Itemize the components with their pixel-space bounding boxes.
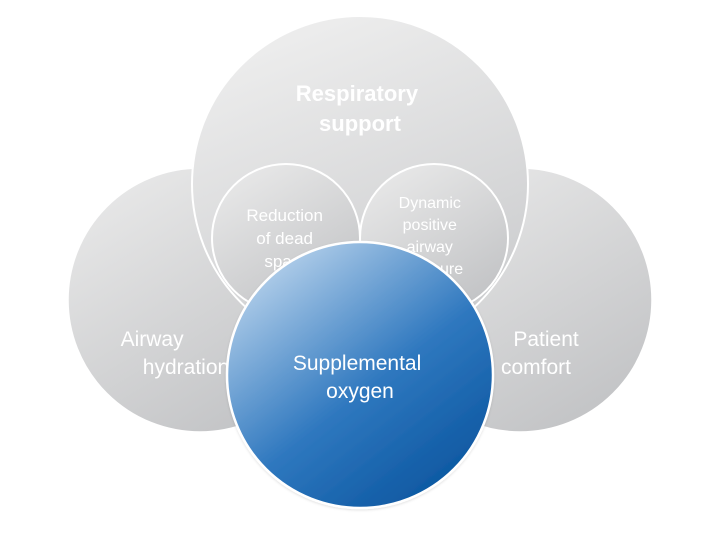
patient-comfort-line-2: comfort (501, 356, 571, 379)
airway-hydration-line-1: Airway (121, 328, 185, 351)
respiratory-support-line-2: support (319, 111, 402, 136)
airway-pressure-line-2: positive (403, 217, 457, 234)
supplemental-oxygen-label: Supplemental oxygen (293, 352, 427, 403)
supplemental-oxygen-circle (225, 240, 495, 510)
dead-space-line-2: of dead (256, 229, 313, 248)
patient-comfort-line-1: Patient (513, 328, 579, 351)
supplemental-oxygen-line-2: oxygen (326, 380, 394, 403)
respiratory-support-line-1: Respiratory (296, 81, 419, 106)
airway-pressure-line-1: Dynamic (399, 195, 461, 212)
dead-space-line-1: Reduction (246, 206, 323, 225)
supplemental-oxygen-line-1: Supplemental (293, 352, 421, 375)
airway-pressure-line-3: airway (407, 239, 453, 256)
airway-hydration-label: Airway hydration (121, 328, 230, 379)
airway-hydration-line-2: hydration (143, 356, 229, 379)
respiratory-support-label: Respiratory support (296, 81, 424, 136)
patient-comfort-label: Patient comfort (501, 328, 585, 379)
